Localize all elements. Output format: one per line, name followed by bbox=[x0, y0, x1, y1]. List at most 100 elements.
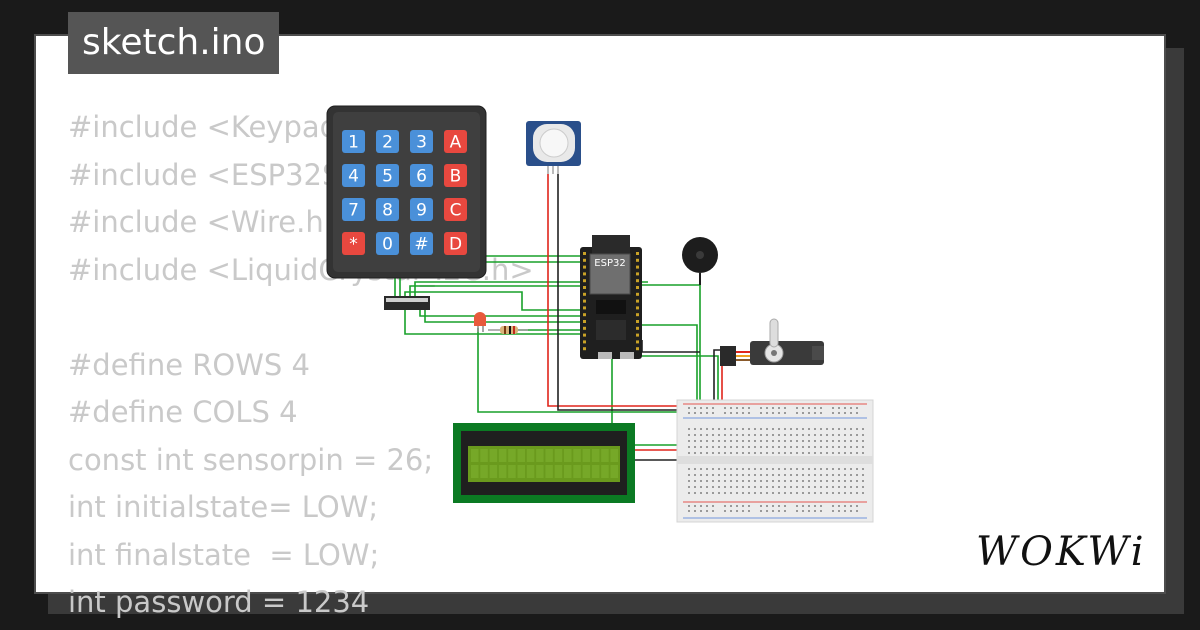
breadboard-hole bbox=[820, 510, 822, 512]
breadboard-hole bbox=[784, 412, 786, 414]
breadboard-hole bbox=[832, 434, 834, 436]
breadboard-hole bbox=[694, 428, 696, 430]
breadboard-hole bbox=[826, 492, 828, 494]
lcd-cell bbox=[517, 449, 525, 462]
breadboard-hole bbox=[778, 480, 780, 482]
breadboard-hole bbox=[754, 486, 756, 488]
pir-sensor bbox=[526, 121, 581, 174]
keypad-key-B[interactable]: B bbox=[444, 164, 467, 187]
breadboard-hole bbox=[736, 407, 738, 409]
keypad-key-1[interactable]: 1 bbox=[342, 130, 365, 153]
breadboard-hole bbox=[796, 486, 798, 488]
breadboard-hole bbox=[856, 407, 858, 409]
keypad-key-4[interactable]: 4 bbox=[342, 164, 365, 187]
breadboard-hole bbox=[802, 428, 804, 430]
breadboard-hole bbox=[760, 428, 762, 430]
breadboard-hole bbox=[850, 434, 852, 436]
breadboard-hole bbox=[844, 480, 846, 482]
breadboard-hole bbox=[742, 486, 744, 488]
breadboard-hole bbox=[862, 474, 864, 476]
breadboard-hole bbox=[778, 412, 780, 414]
breadboard-hole bbox=[832, 446, 834, 448]
breadboard-hole bbox=[736, 505, 738, 507]
breadboard-hole bbox=[706, 446, 708, 448]
esp32-pin bbox=[583, 347, 586, 351]
keypad-key-9[interactable]: 9 bbox=[410, 198, 433, 221]
keypad-key-8[interactable]: 8 bbox=[376, 198, 399, 221]
sketch-title: sketch.ino bbox=[68, 12, 280, 74]
breadboard-hole bbox=[730, 480, 732, 482]
keypad-key-3[interactable]: 3 bbox=[410, 130, 433, 153]
breadboard-hole bbox=[826, 446, 828, 448]
breadboard-hole bbox=[862, 468, 864, 470]
keypad-key-0[interactable]: 0 bbox=[376, 232, 399, 255]
breadboard-hole bbox=[736, 428, 738, 430]
keypad-key-5[interactable]: 5 bbox=[376, 164, 399, 187]
breadboard-hole bbox=[760, 440, 762, 442]
breadboard-hole bbox=[844, 474, 846, 476]
breadboard-hole bbox=[862, 452, 864, 454]
keypad-key-D[interactable]: D bbox=[444, 232, 467, 255]
keypad-key-C[interactable]: C bbox=[444, 198, 467, 221]
breadboard-hole bbox=[742, 474, 744, 476]
breadboard-hole bbox=[724, 492, 726, 494]
breadboard-hole bbox=[802, 474, 804, 476]
keypad-key-A[interactable]: A bbox=[444, 130, 467, 153]
breadboard-hole bbox=[730, 510, 732, 512]
breadboard-hole bbox=[712, 492, 714, 494]
breadboard-hole bbox=[766, 474, 768, 476]
wokwi-logo: WOKWi bbox=[976, 529, 1147, 575]
breadboard-hole bbox=[760, 446, 762, 448]
esp32-pin bbox=[583, 306, 586, 310]
breadboard-hole bbox=[748, 452, 750, 454]
breadboard-hole bbox=[778, 486, 780, 488]
breadboard bbox=[676, 399, 874, 523]
breadboard-hole bbox=[712, 505, 714, 507]
servo-motor bbox=[720, 318, 824, 366]
breadboard-hole bbox=[688, 412, 690, 414]
breadboard-hole bbox=[784, 474, 786, 476]
breadboard-hole bbox=[700, 486, 702, 488]
breadboard-hole bbox=[838, 510, 840, 512]
breadboard-hole bbox=[814, 510, 816, 512]
breadboard-hole bbox=[808, 505, 810, 507]
breadboard-hole bbox=[838, 428, 840, 430]
breadboard-hole bbox=[796, 412, 798, 414]
breadboard-hole bbox=[862, 446, 864, 448]
breadboard-hole bbox=[688, 428, 690, 430]
breadboard-hole bbox=[802, 505, 804, 507]
breadboard-hole bbox=[688, 440, 690, 442]
keypad-key-7[interactable]: 7 bbox=[342, 198, 365, 221]
breadboard-hole bbox=[820, 486, 822, 488]
breadboard-hole bbox=[784, 407, 786, 409]
code-line: int password = 1234 bbox=[68, 585, 370, 619]
keypad-key-hash[interactable]: # bbox=[410, 232, 433, 255]
code-line: #include <Wire.h> bbox=[68, 205, 349, 239]
breadboard-hole bbox=[850, 505, 852, 507]
keypad-key-label: * bbox=[349, 235, 358, 255]
wire-green bbox=[414, 281, 648, 298]
breadboard-hole bbox=[700, 505, 702, 507]
esp32-pin bbox=[583, 326, 586, 330]
breadboard-hole bbox=[694, 446, 696, 448]
keypad-key-6[interactable]: 6 bbox=[410, 164, 433, 187]
breadboard-hole bbox=[820, 505, 822, 507]
breadboard-hole bbox=[778, 440, 780, 442]
breadboard-hole bbox=[820, 412, 822, 414]
keypad-key-star[interactable]: * bbox=[342, 232, 365, 255]
breadboard-hole bbox=[862, 428, 864, 430]
breadboard-hole bbox=[856, 452, 858, 454]
keypad-key-2[interactable]: 2 bbox=[376, 130, 399, 153]
breadboard-hole bbox=[772, 412, 774, 414]
breadboard-hole bbox=[712, 474, 714, 476]
esp32-label: ESP32 bbox=[594, 258, 625, 269]
breadboard-hole bbox=[700, 407, 702, 409]
breadboard-hole bbox=[730, 492, 732, 494]
lcd-cell bbox=[610, 465, 618, 478]
breadboard-hole bbox=[694, 480, 696, 482]
keypad-key-label: 4 bbox=[348, 167, 359, 187]
breadboard-hole bbox=[790, 480, 792, 482]
esp32-module bbox=[589, 253, 631, 295]
breadboard-hole bbox=[694, 505, 696, 507]
breadboard-hole bbox=[724, 412, 726, 414]
